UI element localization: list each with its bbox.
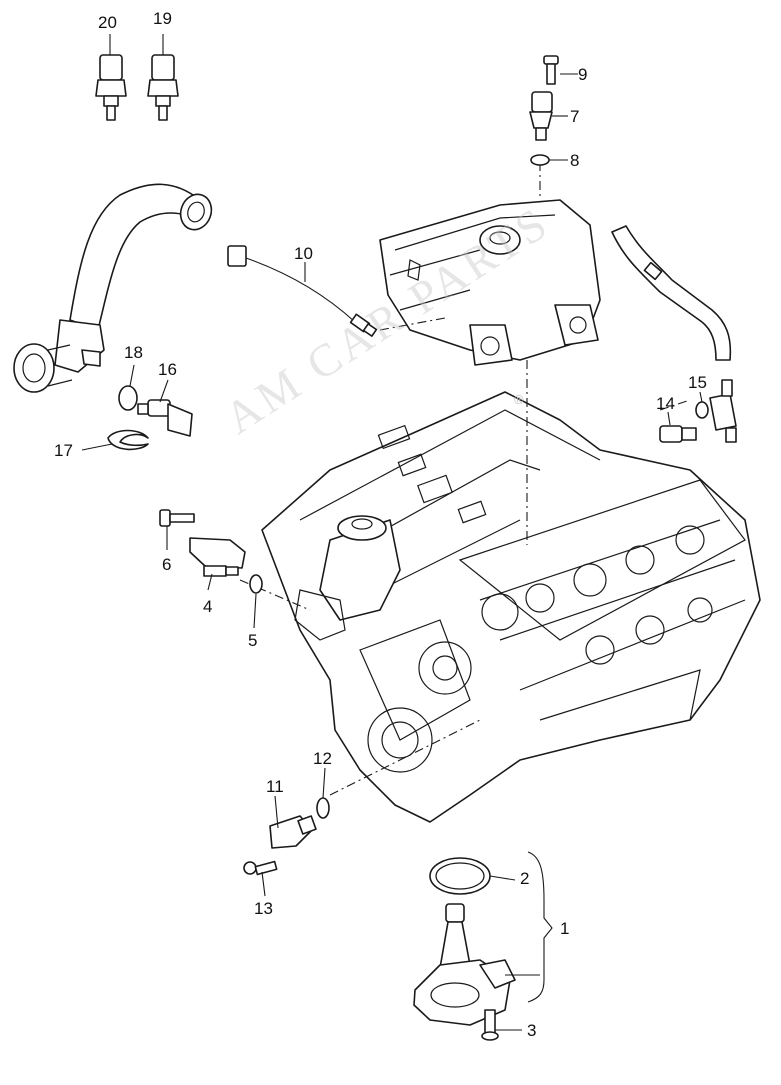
bolt-9	[543, 55, 559, 85]
engine-block	[261, 391, 761, 823]
callout-20: 20	[98, 13, 117, 32]
sensor-14	[659, 425, 697, 443]
o-ring-8	[530, 154, 550, 166]
egr-assembly	[379, 199, 601, 366]
pressure-switch-20	[95, 54, 127, 121]
oil-level-sensor-1	[413, 903, 516, 1026]
callout-16: 16	[158, 360, 177, 379]
bolt-3	[481, 1009, 499, 1041]
callout-17: 17	[54, 441, 73, 460]
callout-1: 1	[560, 919, 570, 938]
callout-2: 2	[520, 869, 530, 888]
callout-12: 12	[313, 749, 332, 768]
speed-sensor-11	[269, 815, 317, 849]
registered-mark: ®	[514, 392, 524, 407]
coolant-hose	[13, 183, 213, 393]
pressure-switch-19	[147, 54, 179, 121]
callout-14: 14	[656, 394, 675, 413]
o-ring-12	[316, 797, 330, 819]
callout-6: 6	[162, 555, 172, 574]
circlip-18	[118, 385, 138, 411]
callout-15: 15	[688, 373, 707, 392]
callout-7: 7	[570, 107, 580, 126]
callout-9: 9	[578, 65, 588, 84]
callout-10: 10	[294, 244, 313, 263]
callout-lines	[81, 34, 703, 1031]
retaining-clip-17	[107, 429, 149, 451]
callout-13: 13	[254, 899, 273, 918]
sensor-wire-10	[227, 245, 378, 337]
vent-hose	[611, 225, 732, 361]
bolt-6	[159, 509, 195, 527]
o-ring-5	[249, 574, 263, 594]
temperature-sensor-7	[529, 91, 553, 141]
callout-18: 18	[124, 343, 143, 362]
coolant-sensor-16	[137, 399, 193, 437]
leader-lines	[239, 162, 691, 796]
seal-2	[429, 857, 491, 895]
callout-19: 19	[153, 9, 172, 28]
callout-8: 8	[570, 151, 580, 170]
sensor-4	[189, 537, 246, 577]
callout-3: 3	[527, 1021, 537, 1040]
connector-15	[695, 379, 737, 443]
callout-11: 11	[266, 777, 284, 796]
bolt-13	[243, 860, 278, 876]
callout-5: 5	[248, 631, 258, 650]
callout-4: 4	[203, 597, 213, 616]
